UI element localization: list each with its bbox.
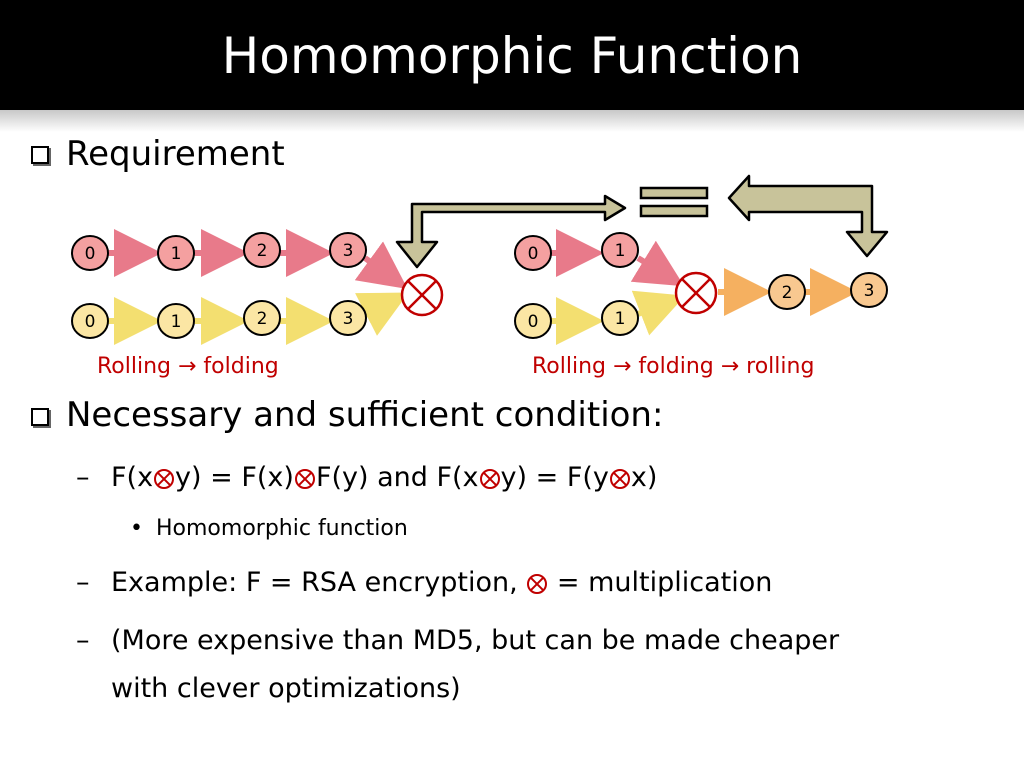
node	[71, 303, 109, 339]
checkbox-bullet-icon	[31, 146, 49, 164]
note-line-1: (More expensive than MD5, but can be mad…	[111, 625, 840, 656]
node	[243, 232, 281, 268]
right-caption: Rolling → folding → rolling	[532, 354, 814, 379]
node-label: 0	[528, 244, 539, 264]
node-label: 1	[171, 312, 182, 332]
example-after: = multiplication	[556, 567, 773, 598]
otimes-icon	[527, 574, 548, 594]
formula-part: x)	[630, 462, 658, 493]
node	[243, 300, 281, 336]
otimes-operator-icon	[674, 271, 718, 315]
node	[157, 235, 195, 271]
node-label: 0	[85, 312, 96, 332]
otimes-icon	[154, 469, 175, 489]
dash-bullet: –	[76, 462, 90, 493]
node-label: 3	[864, 281, 875, 301]
node-label: 0	[528, 312, 539, 332]
node	[157, 303, 195, 339]
checkbox-bullet-icon	[31, 408, 49, 426]
node-label: 3	[343, 309, 354, 329]
left-caption: Rolling → folding	[97, 354, 279, 379]
node-label: 3	[343, 241, 354, 261]
otimes-operator-icon	[400, 273, 444, 317]
title-bar: Homomorphic Function	[0, 0, 1024, 110]
node-label: 2	[782, 283, 793, 303]
example-line: Example: F = RSA encryption, = multiplic…	[111, 566, 772, 600]
node-label: 1	[171, 244, 182, 264]
condition-text: Necessary and sufficient condition:	[66, 395, 664, 435]
node	[601, 232, 639, 268]
node	[514, 235, 552, 271]
otimes-icon	[294, 469, 315, 489]
formula-part: F(y) and F(x	[315, 462, 479, 493]
node	[329, 232, 367, 268]
formula-part: y) = F(y	[500, 462, 609, 493]
formula-line: F(x y) = F(x) F(y) and F(x y) = F(y x)	[111, 461, 657, 495]
equals-sign-icon	[639, 186, 709, 218]
formula-part: F(x	[111, 462, 154, 493]
note-line-2: with clever optimizations)	[111, 673, 461, 704]
example-before: Example: F = RSA encryption,	[111, 567, 518, 598]
otimes-icon	[609, 469, 630, 489]
arrow	[631, 290, 686, 336]
dash-bullet: –	[76, 567, 90, 598]
node	[514, 303, 552, 339]
title-shadow	[0, 110, 1024, 132]
formula-part: y) = F(x)	[175, 462, 294, 493]
node	[71, 235, 109, 271]
node-label: 1	[615, 309, 626, 329]
requirement-text: Requirement	[66, 134, 285, 174]
equivalence-arrow-right-icon	[727, 174, 889, 258]
equivalence-arrow-left-icon	[395, 194, 627, 269]
arrow	[354, 241, 408, 290]
node	[768, 274, 806, 310]
node-label: 2	[257, 241, 268, 261]
node	[601, 300, 639, 336]
slide-title: Homomorphic Function	[221, 27, 803, 85]
node-label: 0	[85, 244, 96, 264]
node	[850, 272, 888, 308]
dash-bullet: –	[76, 625, 90, 656]
node-label: 1	[615, 241, 626, 261]
homomorphic-function-text: Homomorphic function	[156, 516, 408, 541]
node	[329, 300, 367, 336]
otimes-icon	[479, 469, 500, 489]
dot-bullet: •	[130, 516, 143, 541]
node-label: 2	[257, 309, 268, 329]
arrow	[355, 292, 409, 336]
arrow	[630, 240, 685, 287]
